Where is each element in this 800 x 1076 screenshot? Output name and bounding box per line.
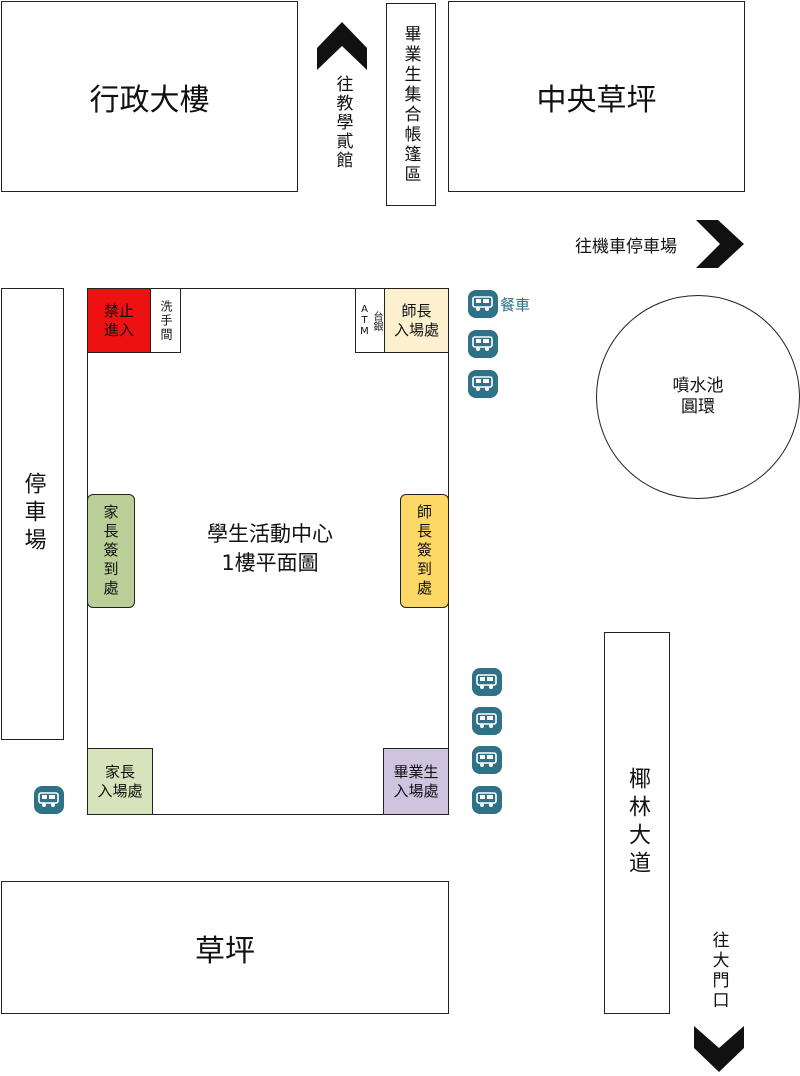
food-truck-icon xyxy=(472,786,502,814)
arrow-right-icon xyxy=(696,220,744,268)
atm[interactable]: 台銀 ATM xyxy=(355,288,385,353)
restroom: 洗手間 xyxy=(150,288,181,353)
arrow-down-icon xyxy=(694,1026,744,1072)
food-truck-icon xyxy=(34,786,64,814)
graduate-entrance-label: 畢業生 入場處 xyxy=(393,762,439,800)
coconut-avenue: 椰林大道 xyxy=(604,632,670,1014)
teacher-entrance-label: 師長 入場處 xyxy=(393,301,439,339)
parking-lot-label: 停車場 xyxy=(20,472,46,556)
parent-signin-desk: 家長簽到處 xyxy=(87,494,135,608)
food-truck-icon xyxy=(468,330,498,358)
central-lawn: 中央草坪 xyxy=(448,1,745,192)
activity-center-title-line1: 學生活動中心 xyxy=(207,522,333,546)
lawn-label: 草坪 xyxy=(195,933,255,969)
admin-building: 行政大樓 xyxy=(1,1,298,192)
graduate-tent-label: 畢業生集合帳篷區 xyxy=(400,24,421,185)
graduate-tent-area: 畢業生集合帳篷區 xyxy=(386,3,436,206)
parent-signin-label: 家長簽到處 xyxy=(101,503,120,599)
food-truck-icon xyxy=(468,370,498,398)
teacher-signin-label: 師長簽到處 xyxy=(415,503,433,599)
arrow-up-icon xyxy=(317,22,367,70)
central-lawn-label: 中央草坪 xyxy=(536,82,657,118)
graduate-entrance: 畢業生 入場處 xyxy=(383,748,449,815)
food-truck-label: 餐車 xyxy=(500,296,531,314)
coconut-avenue-label: 椰林大道 xyxy=(625,767,650,879)
activity-center-title: 學生活動中心 1樓平面圖 xyxy=(180,520,360,578)
parent-entrance: 家長 入場處 xyxy=(87,748,153,815)
no-entry-label: 禁止 進入 xyxy=(103,301,134,339)
food-truck-icon xyxy=(472,746,502,774)
parent-entrance-label: 家長 入場處 xyxy=(97,762,143,800)
to-classroom-label: 往教學貳館 xyxy=(332,75,353,170)
food-truck-icon xyxy=(472,707,502,735)
lawn: 草坪 xyxy=(1,881,449,1014)
atm-label: 台銀 ATM xyxy=(359,304,382,337)
teacher-signin-desk: 師長簽到處 xyxy=(400,494,449,608)
to-main-gate-label: 往大門口 xyxy=(708,931,729,1011)
restroom-label: 洗手間 xyxy=(159,299,173,342)
admin-building-label: 行政大樓 xyxy=(89,82,210,118)
parking-lot: 停車場 xyxy=(1,288,64,740)
teacher-entrance: 師長 入場處 xyxy=(384,288,449,353)
food-truck-icon xyxy=(472,668,502,696)
food-truck-icon xyxy=(468,290,498,318)
no-entry-area: 禁止 進入 xyxy=(87,288,151,353)
to-moto-parking-label: 往機車停車場 xyxy=(575,237,677,257)
fountain-label: 噴水池 圓環 xyxy=(672,376,724,417)
activity-center-title-line2: 1樓平面圖 xyxy=(221,551,319,575)
fountain-roundabout: 噴水池 圓環 xyxy=(596,295,800,499)
